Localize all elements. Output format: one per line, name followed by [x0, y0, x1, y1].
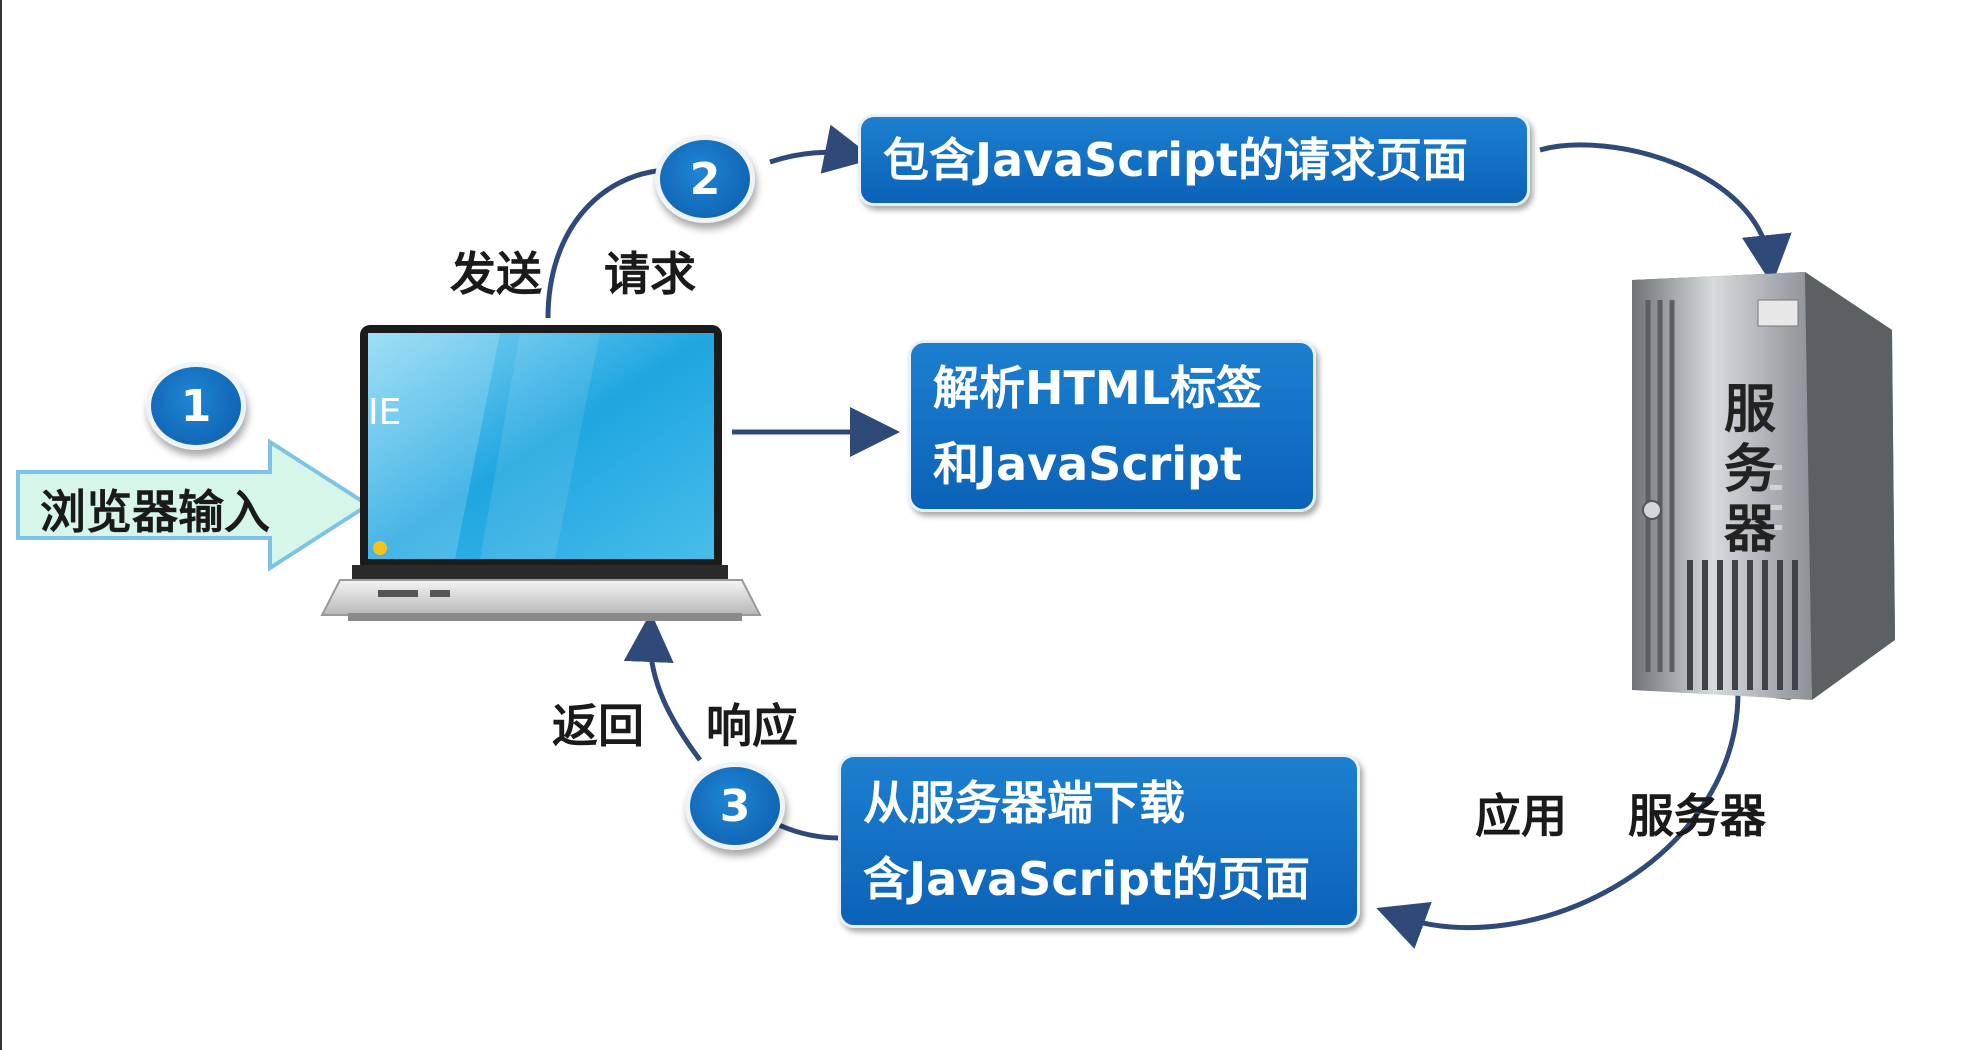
input-arrow-label: 浏览器输入 [40, 485, 270, 539]
download-box: 从服务器端下载 含JavaScript的页面 [838, 754, 1360, 928]
connector-send-arc [545, 167, 666, 319]
parse-box: 解析HTML标签 和JavaScript [908, 340, 1316, 512]
step-1-badge: 1 [146, 362, 246, 450]
request-page-box-text: 包含JavaScript的请求页面 [883, 133, 1468, 187]
connector-to-server [1539, 142, 1792, 285]
connector-to-request-box [769, 124, 875, 174]
connector-server-return [1376, 689, 1741, 949]
parse-box-line-2: 和JavaScript [933, 437, 1242, 491]
request-label: 请求 [604, 247, 696, 301]
server-icon [1632, 272, 1895, 700]
download-box-line-1: 从服务器端下载 [863, 776, 1185, 830]
laptop-icon [320, 325, 762, 621]
download-box-line-2: 含JavaScript的页面 [863, 852, 1310, 906]
step-3-badge: 3 [685, 762, 785, 850]
input-arrow [16, 438, 372, 572]
send-label: 发送 [450, 247, 542, 301]
laptop-screen-text: IE [368, 392, 402, 433]
connector-to-laptop [623, 612, 703, 762]
server-label: 服务器 [1628, 789, 1766, 843]
response-label: 响应 [706, 699, 798, 753]
return-label: 返回 [552, 699, 644, 753]
step-2-badge: 2 [655, 135, 755, 223]
request-page-box: 包含JavaScript的请求页面 [858, 114, 1530, 206]
server-side-label: 服务器 [1723, 380, 1776, 560]
parse-box-line-1: 解析HTML标签 [933, 361, 1262, 415]
application-label: 应用 [1475, 789, 1567, 843]
